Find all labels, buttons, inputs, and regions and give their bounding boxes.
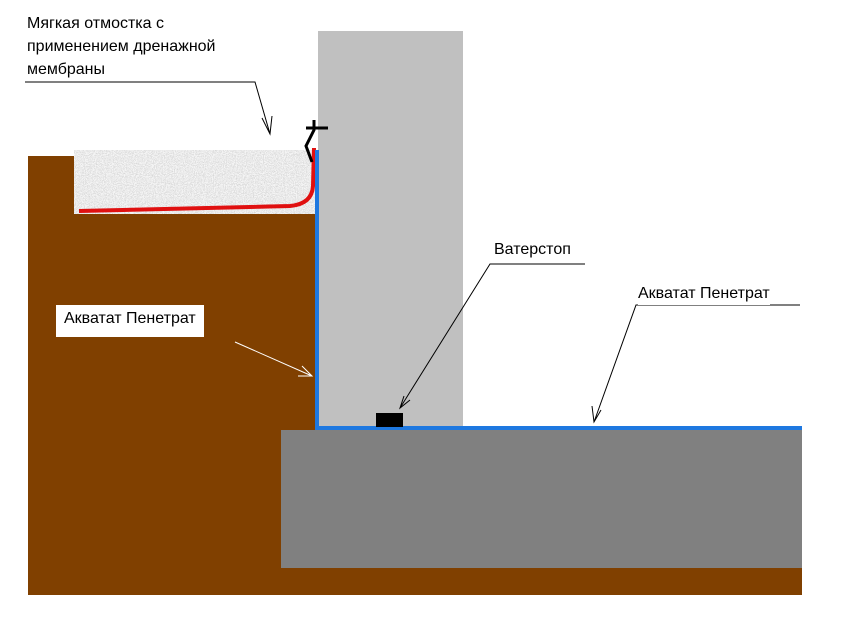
membrane-fastener-icon [304, 120, 328, 163]
leader-waterstop [398, 263, 585, 410]
soil-mass [28, 156, 802, 595]
label-akvamat-right: Акватат Пенетрат [638, 282, 770, 305]
label-soft-blind-area: Мягкая отмостка с применением дренажной … [27, 12, 216, 81]
foundation-wall [318, 31, 463, 430]
label-akvamat-left: Акватат Пенетрат [56, 305, 204, 337]
waterproofing-line [315, 150, 802, 430]
leader-lines [25, 81, 800, 424]
label-waterstop: Ватерстоп [494, 238, 571, 261]
leader-soft-blind-area [25, 81, 273, 136]
leader-akvamat-left [234, 341, 314, 377]
foundation-slab [281, 430, 802, 568]
gravel-blind-area [74, 150, 318, 214]
drainage-membrane-line [78, 147, 316, 213]
waterstop-block [376, 413, 403, 427]
leader-akvamat-right [591, 304, 800, 424]
